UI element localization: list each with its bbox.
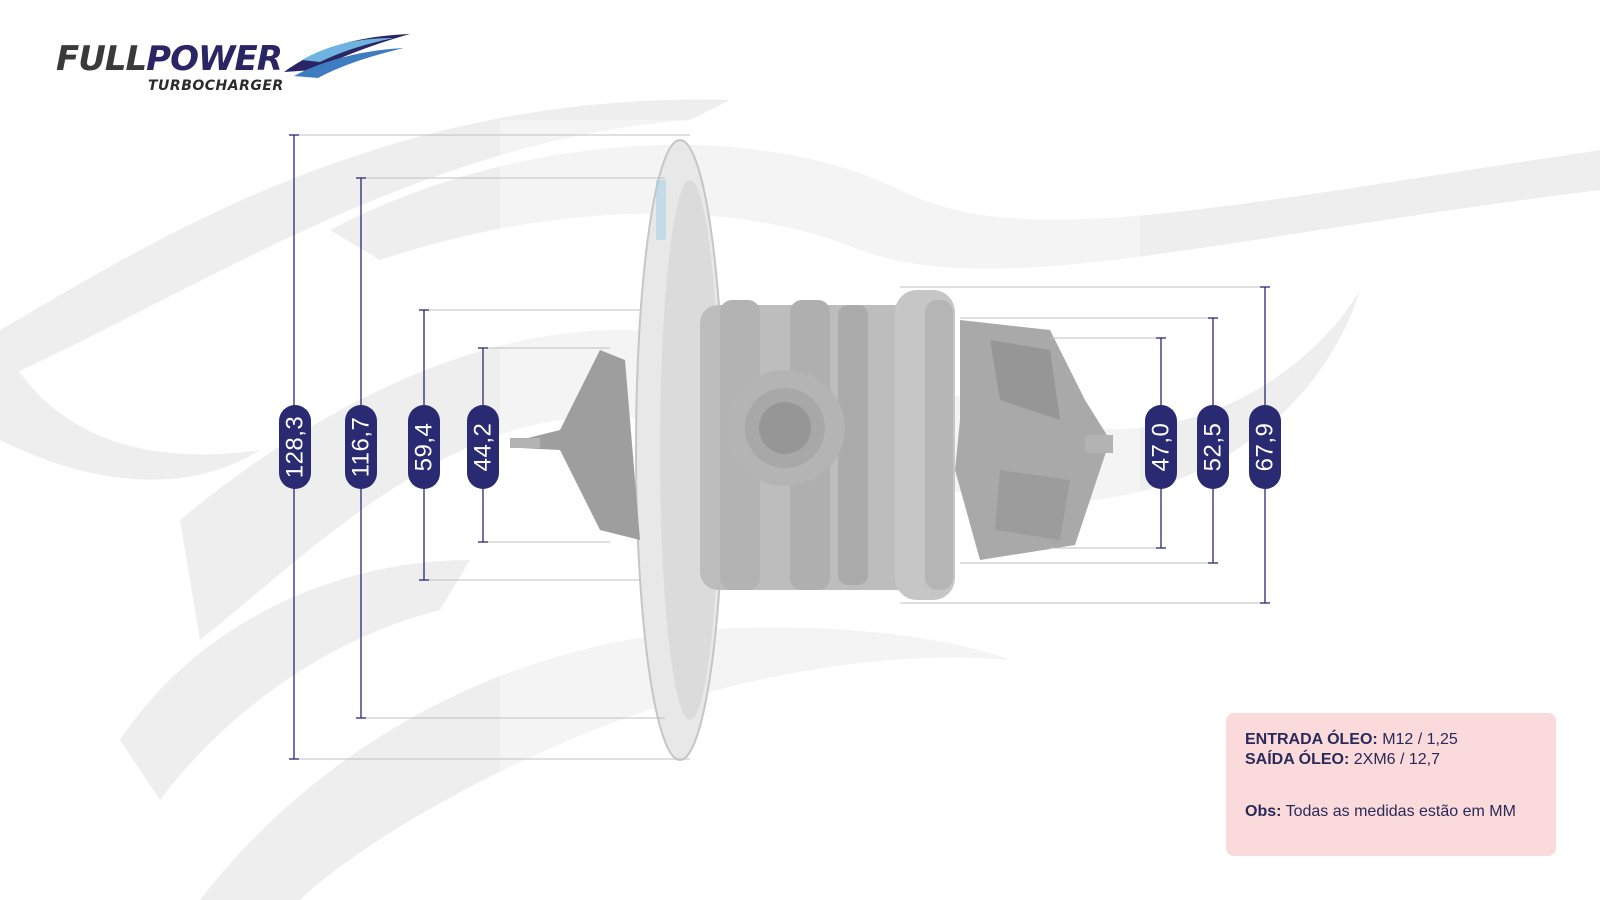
dim-label-116-7: 116,7 [345,405,377,489]
dim-label-59-4: 59,4 [408,405,440,489]
dim-label-128-3: 128,3 [279,405,311,489]
brand-logo: FULLPOWER TURBOCHARGER [56,30,410,100]
logo-tagline: TURBOCHARGER [148,78,284,94]
oil-outlet-label: SAÍDA ÓLEO: [1245,751,1350,768]
logo-wordmark: FULLPOWER [56,39,283,79]
turbo-core-illustration [500,120,1140,770]
oil-inlet-label: ENTRADA ÓLEO: [1245,731,1378,748]
oil-outlet-row: SAÍDA ÓLEO: 2XM6 / 12,7 [1245,750,1537,770]
oil-inlet-value: M12 / 1,25 [1382,731,1458,748]
dim-label-44-2: 44,2 [467,405,499,489]
oil-outlet-value: 2XM6 / 12,7 [1353,751,1441,768]
watermark-swoosh-icon [0,99,1600,900]
obs-label: Obs: [1245,803,1282,820]
dim-label-67-9: 67,9 [1249,405,1281,489]
obs-row: Obs: Todas as medidas estão em MM [1245,803,1516,821]
oil-inlet-row: ENTRADA ÓLEO: M12 / 1,25 [1245,730,1537,750]
obs-value: Todas as medidas estão em MM [1285,803,1516,820]
logo-wing-icon [284,34,410,78]
dim-label-47-0: 47,0 [1145,405,1177,489]
spec-info-box: ENTRADA ÓLEO: M12 / 1,25 SAÍDA ÓLEO: 2XM… [1226,713,1556,856]
dim-label-52-5: 52,5 [1197,405,1229,489]
logo-word-full: FULL [56,39,147,79]
dimension-end-ticks [289,134,1270,760]
logo-word-power: POWER [146,39,283,79]
extension-lines [294,134,1265,760]
